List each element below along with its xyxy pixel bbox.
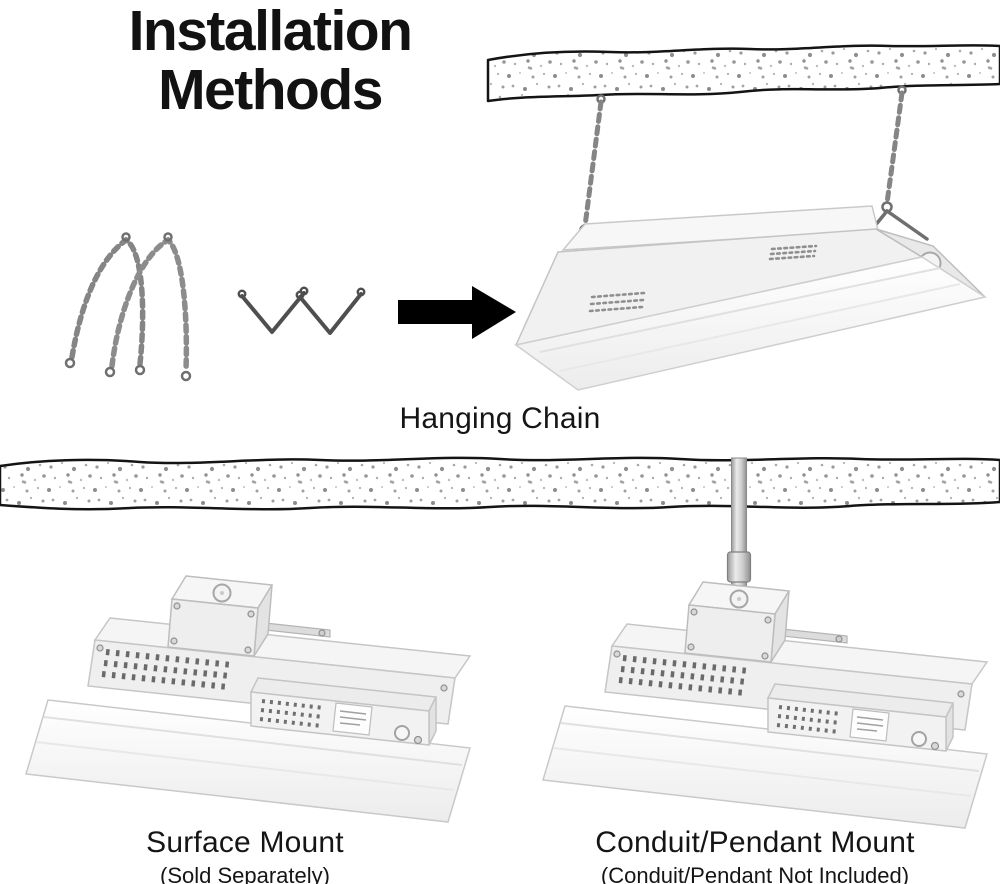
- hanging-chain-label: Hanging Chain: [399, 402, 601, 435]
- highbay-fixture-surface: [26, 576, 470, 822]
- hanging-chain-icon: [64, 232, 192, 382]
- arrow-right-icon: [398, 286, 516, 339]
- title-line-2: Methods: [158, 57, 383, 122]
- vent-dots: [588, 244, 818, 313]
- v-hook-icon: [237, 286, 366, 335]
- surface-mount-note: (Sold Separately): [160, 863, 330, 884]
- page-title: Installation Methods: [60, 2, 480, 119]
- pendant-mount-label: Conduit/Pendant Mount: [595, 826, 915, 859]
- surface-mount-label: Surface Mount: [146, 826, 344, 859]
- title-line-1: Installation: [128, 0, 413, 63]
- hanging-chain-caption: Hanging Chain: [250, 402, 750, 436]
- ceiling-top: [486, 44, 1000, 103]
- conduit-pipe: [726, 457, 752, 595]
- highbay-fixture-hanging: [514, 205, 987, 391]
- highbay-fixture-pendant: [543, 582, 987, 828]
- pendant-mount-caption: Conduit/Pendant Mount (Conduit/Pendant N…: [535, 826, 975, 884]
- surface-mount-caption: Surface Mount (Sold Separately): [35, 826, 455, 884]
- ceiling-middle: [0, 456, 1000, 511]
- pendant-mount-note: (Conduit/Pendant Not Included): [600, 863, 910, 884]
